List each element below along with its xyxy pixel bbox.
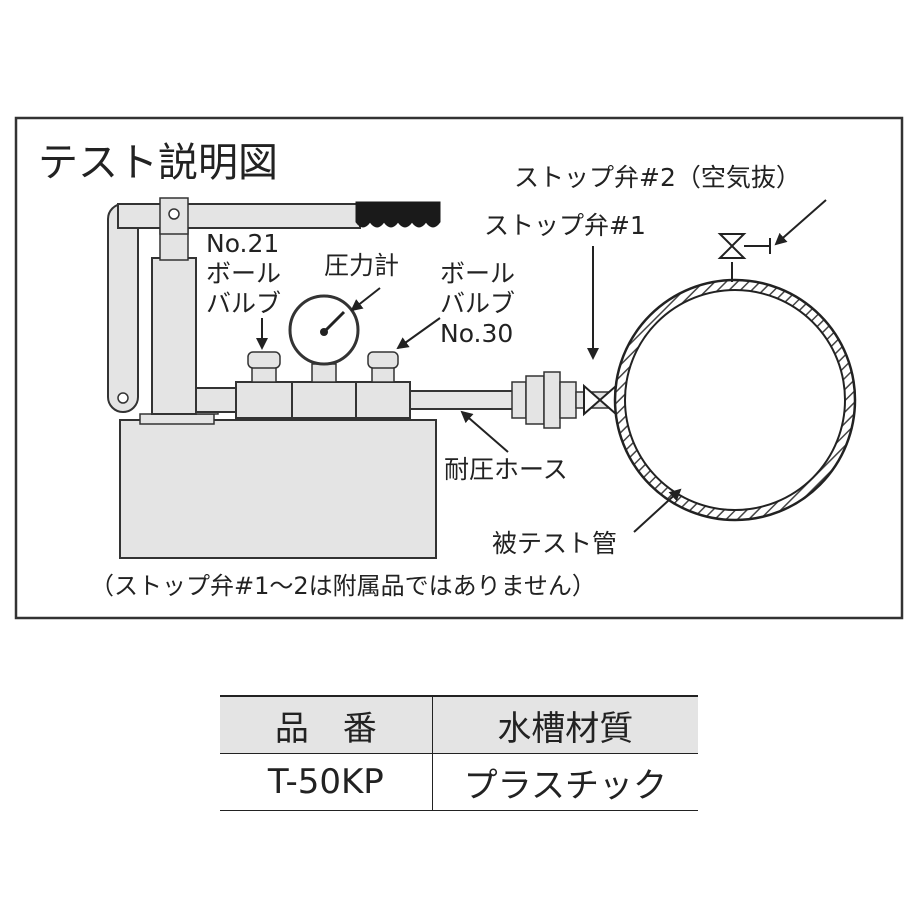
stop-valve-1 — [583, 383, 617, 417]
outlet-pipe — [195, 387, 239, 413]
header-part-number: 品 番 — [220, 695, 433, 754]
arrow-pressure-gauge — [350, 287, 381, 312]
spec-table-header-row: 品 番 水槽材質 — [220, 695, 698, 754]
lever-grip — [355, 201, 441, 228]
water-tank — [119, 419, 437, 559]
label-ball-valve-30-no: No.30 — [440, 319, 513, 348]
table-row: T-50KP プラスチック — [220, 753, 698, 811]
lever-pivot — [168, 208, 180, 220]
note-accessories: （ストップ弁#1～2は附属品ではありません） — [90, 572, 596, 600]
diagram-title: テスト説明図 — [38, 140, 278, 186]
fitting-ball-valve-30 — [355, 381, 411, 419]
pump-cylinder — [151, 257, 197, 415]
label-test-pipe: 被テスト管 — [492, 529, 617, 558]
pressure-gauge-hub — [320, 328, 328, 336]
ball-valve-21-knob — [247, 351, 281, 369]
tank-base-plate — [139, 413, 215, 425]
label-stop-valve-1: ストップ弁#1 — [484, 211, 646, 240]
label-ball-valve-21-no: No.21 — [206, 229, 279, 258]
cell-tank-material: プラスチック — [432, 753, 698, 811]
label-ball-valve-30-valve: バルブ — [440, 289, 515, 318]
cell-part-number: T-50KP — [220, 753, 433, 811]
fitting-ball-valve-21 — [235, 381, 293, 419]
ball-valve-30-knob — [367, 351, 399, 369]
label-ball-valve-30-ball: ボール — [440, 259, 515, 288]
header-tank-material: 水槽材質 — [432, 695, 698, 754]
label-pressure-hose: 耐圧ホース — [444, 455, 568, 484]
label-ball-valve-21-ball: ボール — [206, 259, 281, 288]
coupling-nut-2 — [525, 375, 545, 425]
pressure-hose — [407, 390, 515, 410]
pressure-gauge-stem — [311, 363, 337, 383]
pump-link-arm — [107, 203, 139, 413]
arrow-pressure-hose — [460, 410, 509, 453]
stop-valve-2 — [717, 233, 747, 259]
coupling-nut-1 — [511, 381, 527, 419]
arrow-stop-valve-2 — [774, 199, 827, 246]
pump-lever — [117, 203, 361, 229]
label-stop-valve-2: ストップ弁#2（空気抜） — [514, 163, 801, 192]
test-pipe-inner — [624, 289, 846, 511]
label-ball-valve-21-valve: バルブ — [206, 289, 281, 318]
coupling-nut-4 — [559, 381, 577, 419]
fitting-pressure-gauge — [291, 381, 357, 419]
pressure-gauge-needle — [322, 310, 346, 334]
spec-table: 品 番 水槽材質 T-50KP プラスチック — [220, 695, 698, 811]
label-pressure-gauge: 圧力計 — [324, 251, 399, 280]
arrow-ball-valve-30 — [396, 317, 441, 350]
link-pivot-bottom — [117, 392, 129, 404]
coupling-nut-3 — [543, 371, 561, 429]
arrow-test-pipe — [633, 488, 682, 533]
